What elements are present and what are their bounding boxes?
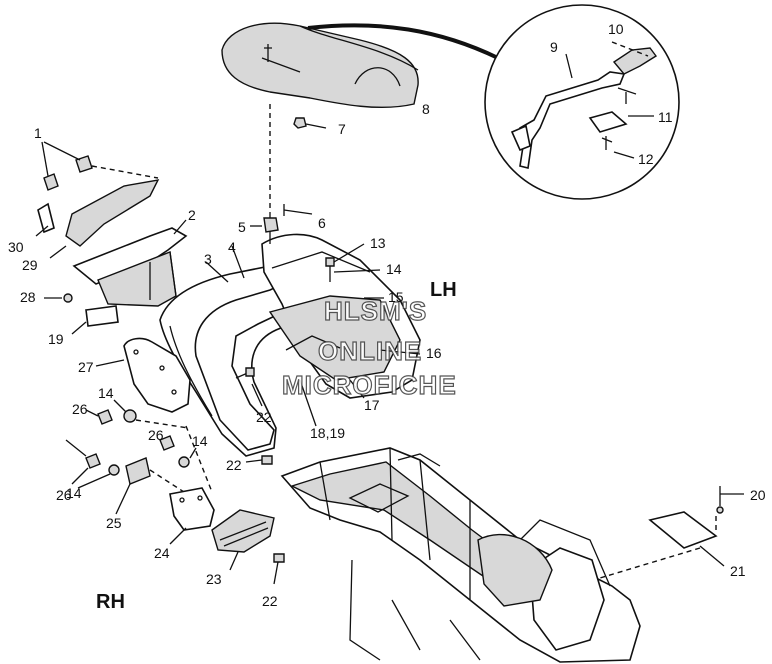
callout-14-lh: 14 xyxy=(386,261,402,277)
fender-bolt-lower[interactable] xyxy=(245,455,273,465)
label-lh: LH xyxy=(430,279,457,301)
callout-3: 3 xyxy=(204,251,212,267)
callout-18-19: 18,19 xyxy=(310,425,345,441)
callout-15: 15 xyxy=(388,289,404,305)
callout-29: 29 xyxy=(22,257,38,273)
bracket-24[interactable] xyxy=(169,487,215,545)
callout-2: 2 xyxy=(188,207,196,223)
screw-6[interactable] xyxy=(283,204,313,216)
bolt-20[interactable] xyxy=(716,486,744,514)
callout-22-mid: 22 xyxy=(226,457,242,473)
callout-5: 5 xyxy=(238,219,246,235)
skid-plate-23[interactable] xyxy=(211,509,275,571)
frame[interactable] xyxy=(280,447,641,663)
seat-latch-detail-inset xyxy=(484,4,680,200)
callout-9: 9 xyxy=(550,39,558,55)
washer-14-upper[interactable] xyxy=(113,399,189,429)
callout-14-upper: 14 xyxy=(98,385,114,401)
callout-16: 16 xyxy=(426,345,442,361)
callout-11: 11 xyxy=(658,109,673,125)
callout-30: 30 xyxy=(8,239,24,255)
watermark-line-2: ONLINE xyxy=(318,336,422,366)
callout-27: 27 xyxy=(78,359,94,375)
rear-fender[interactable] xyxy=(159,245,321,457)
nut-28[interactable] xyxy=(44,293,73,303)
callout-22-upper: 22 xyxy=(256,409,272,425)
callout-19: 19 xyxy=(48,331,64,347)
callout-17: 17 xyxy=(364,397,380,413)
watermark-line-1: HLSM'S xyxy=(324,296,427,326)
callout-14-mid: 14 xyxy=(192,433,208,449)
label-rh: RH xyxy=(96,591,125,613)
grommet-5[interactable] xyxy=(250,217,279,233)
callout-13: 13 xyxy=(370,235,386,251)
heat-shield[interactable] xyxy=(35,179,160,259)
seat[interactable] xyxy=(221,22,499,109)
bolt-22-bottom[interactable] xyxy=(273,553,285,585)
callout-12: 12 xyxy=(638,151,654,167)
lh-fender-section[interactable] xyxy=(261,212,421,399)
fender-bolt-upper[interactable] xyxy=(235,367,263,407)
storage-box[interactable] xyxy=(72,219,188,307)
callout-10: 10 xyxy=(608,21,624,37)
callout-14-lower: 14 xyxy=(66,485,82,501)
decal-19[interactable] xyxy=(71,305,119,335)
spacer-25[interactable] xyxy=(115,457,185,515)
washer-14-lower[interactable] xyxy=(77,464,120,489)
callout-6: 6 xyxy=(318,215,326,231)
washer-14-mid[interactable] xyxy=(178,447,197,468)
nut-26-lower[interactable] xyxy=(65,439,101,485)
rh-side-panel[interactable] xyxy=(95,337,191,413)
callout-26-mid: 26 xyxy=(148,427,164,443)
callout-1: 1 xyxy=(34,125,42,141)
bolt-13[interactable] xyxy=(325,243,381,282)
seat-bolt[interactable] xyxy=(293,117,327,129)
callout-8: 8 xyxy=(422,101,430,117)
watermark: HLSM'S ONLINE MICROFICHE xyxy=(281,295,457,400)
callout-20: 20 xyxy=(750,487,766,503)
callout-22-bottom: 22 xyxy=(262,593,278,609)
callout-26-upper: 26 xyxy=(72,401,88,417)
callout-4: 4 xyxy=(228,239,236,255)
callout-21: 21 xyxy=(730,563,746,579)
callout-24: 24 xyxy=(154,545,170,561)
clip-pair[interactable] xyxy=(41,141,159,191)
callout-25: 25 xyxy=(106,515,122,531)
nut-26-mid[interactable] xyxy=(159,435,175,451)
watermark-line-3: MICROFICHE xyxy=(282,370,457,400)
plate-21[interactable] xyxy=(648,511,725,567)
callout-26-lower: 26 xyxy=(56,487,72,503)
callout-28: 28 xyxy=(20,289,36,305)
nut-26-upper[interactable] xyxy=(85,409,113,425)
callout-23: 23 xyxy=(206,571,222,587)
callout-7: 7 xyxy=(338,121,346,137)
